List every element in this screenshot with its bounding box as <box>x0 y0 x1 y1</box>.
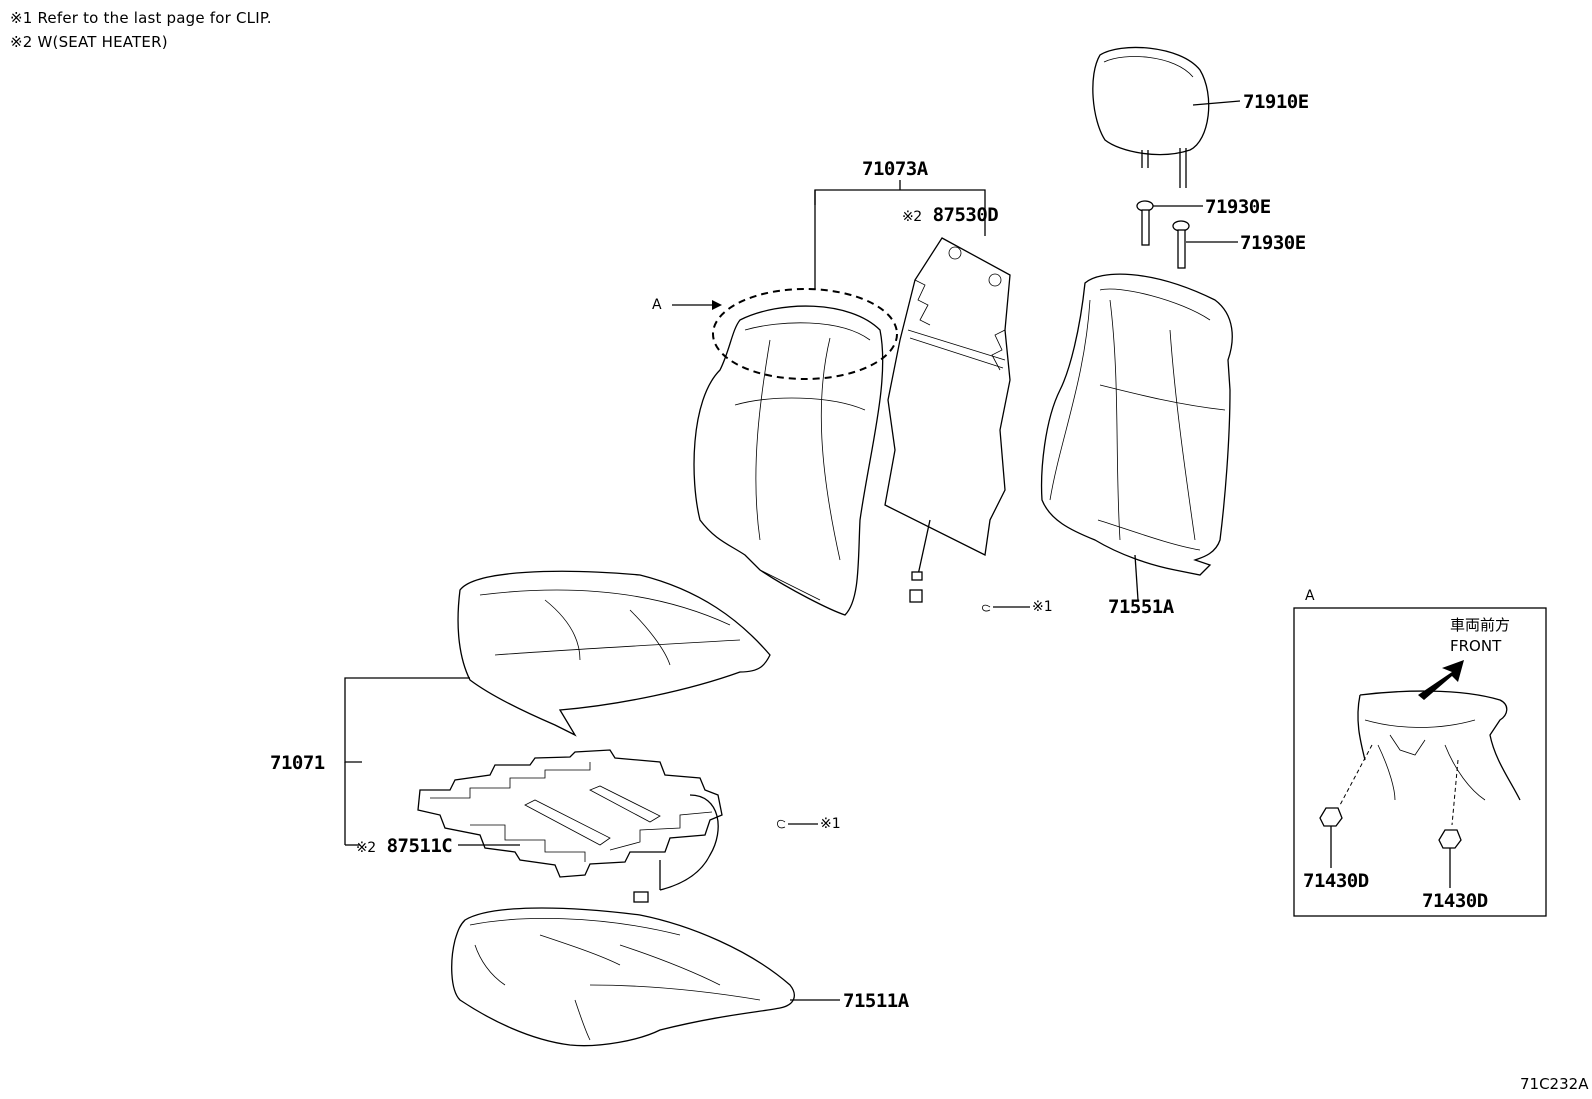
inset-view-a <box>1293 607 1547 917</box>
cushion-cover-drawing <box>344 570 771 846</box>
label-headrest: 71910E <box>1243 91 1309 113</box>
front-label-jp: 車両前方 <box>1450 616 1511 634</box>
seatback-pad-drawing <box>1040 273 1233 601</box>
label-screw-2: 71430D <box>1422 890 1488 912</box>
label-cushion-cover: 71071 <box>270 752 325 774</box>
heater-ref-back: ※2 <box>902 209 922 225</box>
seatback-cover-drawing <box>672 180 986 616</box>
label-headrest-support-2: 71930E <box>1240 232 1306 254</box>
view-a-arrow-label: A <box>652 297 662 313</box>
label-screw-1: 71430D <box>1303 870 1369 892</box>
note-clip: ※1 Refer to the last page for CLIP. <box>10 9 272 27</box>
clip-ref-back: ※1 <box>1032 599 1053 615</box>
front-label-en: FRONT <box>1450 637 1502 655</box>
headrest-supports-drawing <box>1136 200 1238 269</box>
figure-code: 71C232A <box>1520 1075 1589 1093</box>
label-seatback-pad: 71551A <box>1108 596 1174 618</box>
cushion-heater-drawing <box>417 749 818 903</box>
label-seatback-heater-number: 87530D <box>932 204 999 226</box>
cushion-pad-drawing <box>451 907 840 1047</box>
note-seat-heater: ※2 W(SEAT HEATER) <box>10 33 168 51</box>
seatback-heater-drawing <box>884 237 1030 612</box>
label-cushion-pad: 71511A <box>843 990 909 1012</box>
view-a-box-label: A <box>1305 588 1315 604</box>
label-cushion-heater: ※2 87511C <box>356 835 453 857</box>
label-headrest-support-1: 71930E <box>1205 196 1271 218</box>
heater-ref-cushion: ※2 <box>356 840 376 856</box>
label-seatback-cover: 71073A <box>862 158 928 180</box>
headrest-drawing <box>1092 46 1241 188</box>
label-cushion-heater-number: 87511C <box>386 835 453 857</box>
clip-ref-cushion: ※1 <box>820 816 841 832</box>
label-seatback-heater: ※2 87530D <box>902 204 999 226</box>
